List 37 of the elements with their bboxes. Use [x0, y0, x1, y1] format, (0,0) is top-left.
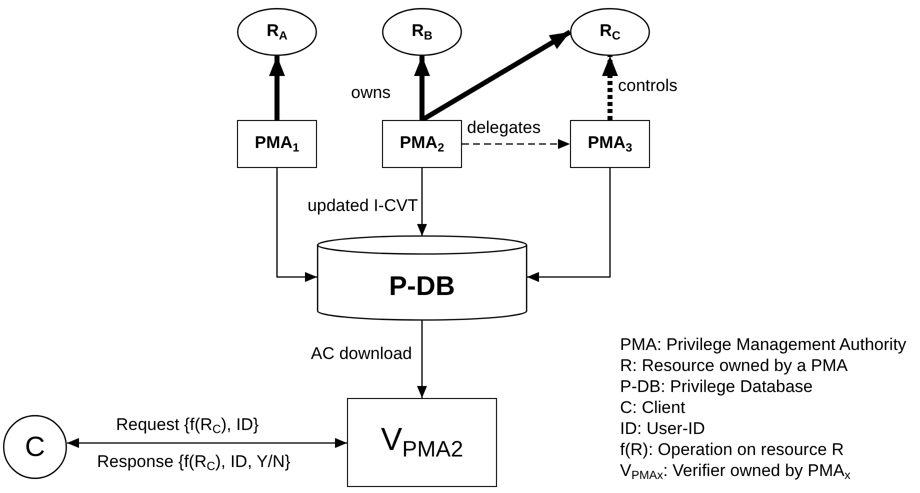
legend-note: R: Resource owned by a PMA — [620, 357, 848, 376]
legend-note: ID: User-ID — [620, 420, 705, 439]
edge-label: delegates — [466, 119, 542, 138]
legend-note: V$_{PMA}$$_{x}$: Verifier owned by PMA$_{x}$ — [620, 462, 850, 482]
node-label: R$_{A}$ — [266, 22, 288, 42]
edge-label: updated I-CVT — [306, 197, 419, 216]
authority-box — [237, 120, 317, 168]
authority-box — [570, 120, 650, 168]
legend-note: C: Client — [620, 399, 686, 418]
arrow — [527, 168, 611, 282]
arrow — [417, 320, 427, 398]
verifier-box — [347, 398, 497, 487]
node-label: PMA$_{2}$ — [400, 134, 444, 154]
legend-note: PMA: Privilege Management Authority — [620, 336, 906, 355]
resource-ellipse — [570, 8, 650, 56]
node-label: PMA$_{1}$ — [254, 134, 300, 154]
node-label: P-DB — [389, 272, 455, 300]
arrow — [414, 56, 430, 120]
node-label: PMA$_{3}$ — [588, 134, 632, 154]
node-label: R$_{B}$ — [412, 22, 432, 42]
client-circle — [3, 415, 67, 479]
authority-box — [382, 120, 462, 168]
arrow — [276, 168, 317, 282]
node-label: C — [24, 433, 46, 461]
arrow — [417, 168, 427, 236]
database-cylinder — [317, 236, 527, 320]
message-label: Response {f(R$_{C}$), ID, Y/N} — [97, 453, 290, 474]
resource-ellipse — [382, 8, 462, 56]
dashed-arrow — [462, 139, 570, 149]
node-label: R$_{C}$ — [600, 22, 620, 42]
arrow — [269, 56, 285, 120]
legend-note: P-DB: Privilege Database — [620, 378, 813, 397]
double-arrow — [67, 438, 347, 448]
edge-label: Request {f(R$_{C}$), ID} — [115, 416, 260, 436]
dashed-arrow — [602, 56, 618, 120]
resource-ellipse — [237, 8, 317, 56]
legend-note: f(R): Operation on resource R — [620, 441, 844, 460]
